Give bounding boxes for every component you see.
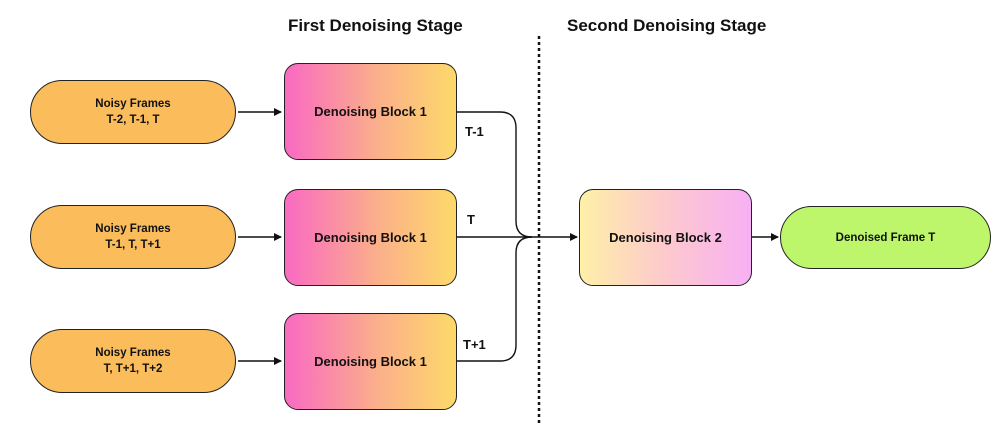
denoising-block-1-bottom: Denoising Block 1: [284, 313, 457, 410]
input-title: Noisy Frames: [95, 347, 171, 359]
connector-t-minus-1: [457, 111, 533, 238]
noisy-frames-input-1: Noisy Frames T-2, T-1, T: [30, 80, 236, 144]
label-t-plus-1: T+1: [463, 337, 486, 352]
connector-t-plus-1: [457, 236, 533, 362]
input-title: Noisy Frames: [95, 223, 171, 235]
input-frames: T-2, T-1, T: [106, 114, 160, 126]
noisy-frames-input-3: Noisy Frames T, T+1, T+2: [30, 329, 236, 393]
denoising-block-1-middle: Denoising Block 1: [284, 189, 457, 286]
input-frames: T, T+1, T+2: [103, 363, 163, 375]
label-t: T: [467, 212, 475, 227]
input-frames: T-1, T, T+1: [105, 239, 161, 251]
second-stage-title: Second Denoising Stage: [567, 16, 767, 35]
denoising-block-1-top: Denoising Block 1: [284, 63, 457, 160]
input-title: Noisy Frames: [95, 98, 171, 110]
label-t-minus-1: T-1: [465, 124, 484, 139]
denoised-frame-output: Denoised Frame T: [780, 206, 991, 269]
first-stage-title: First Denoising Stage: [288, 16, 463, 35]
denoising-block-2: Denoising Block 2: [579, 189, 752, 286]
noisy-frames-input-2: Noisy Frames T-1, T, T+1: [30, 205, 236, 269]
